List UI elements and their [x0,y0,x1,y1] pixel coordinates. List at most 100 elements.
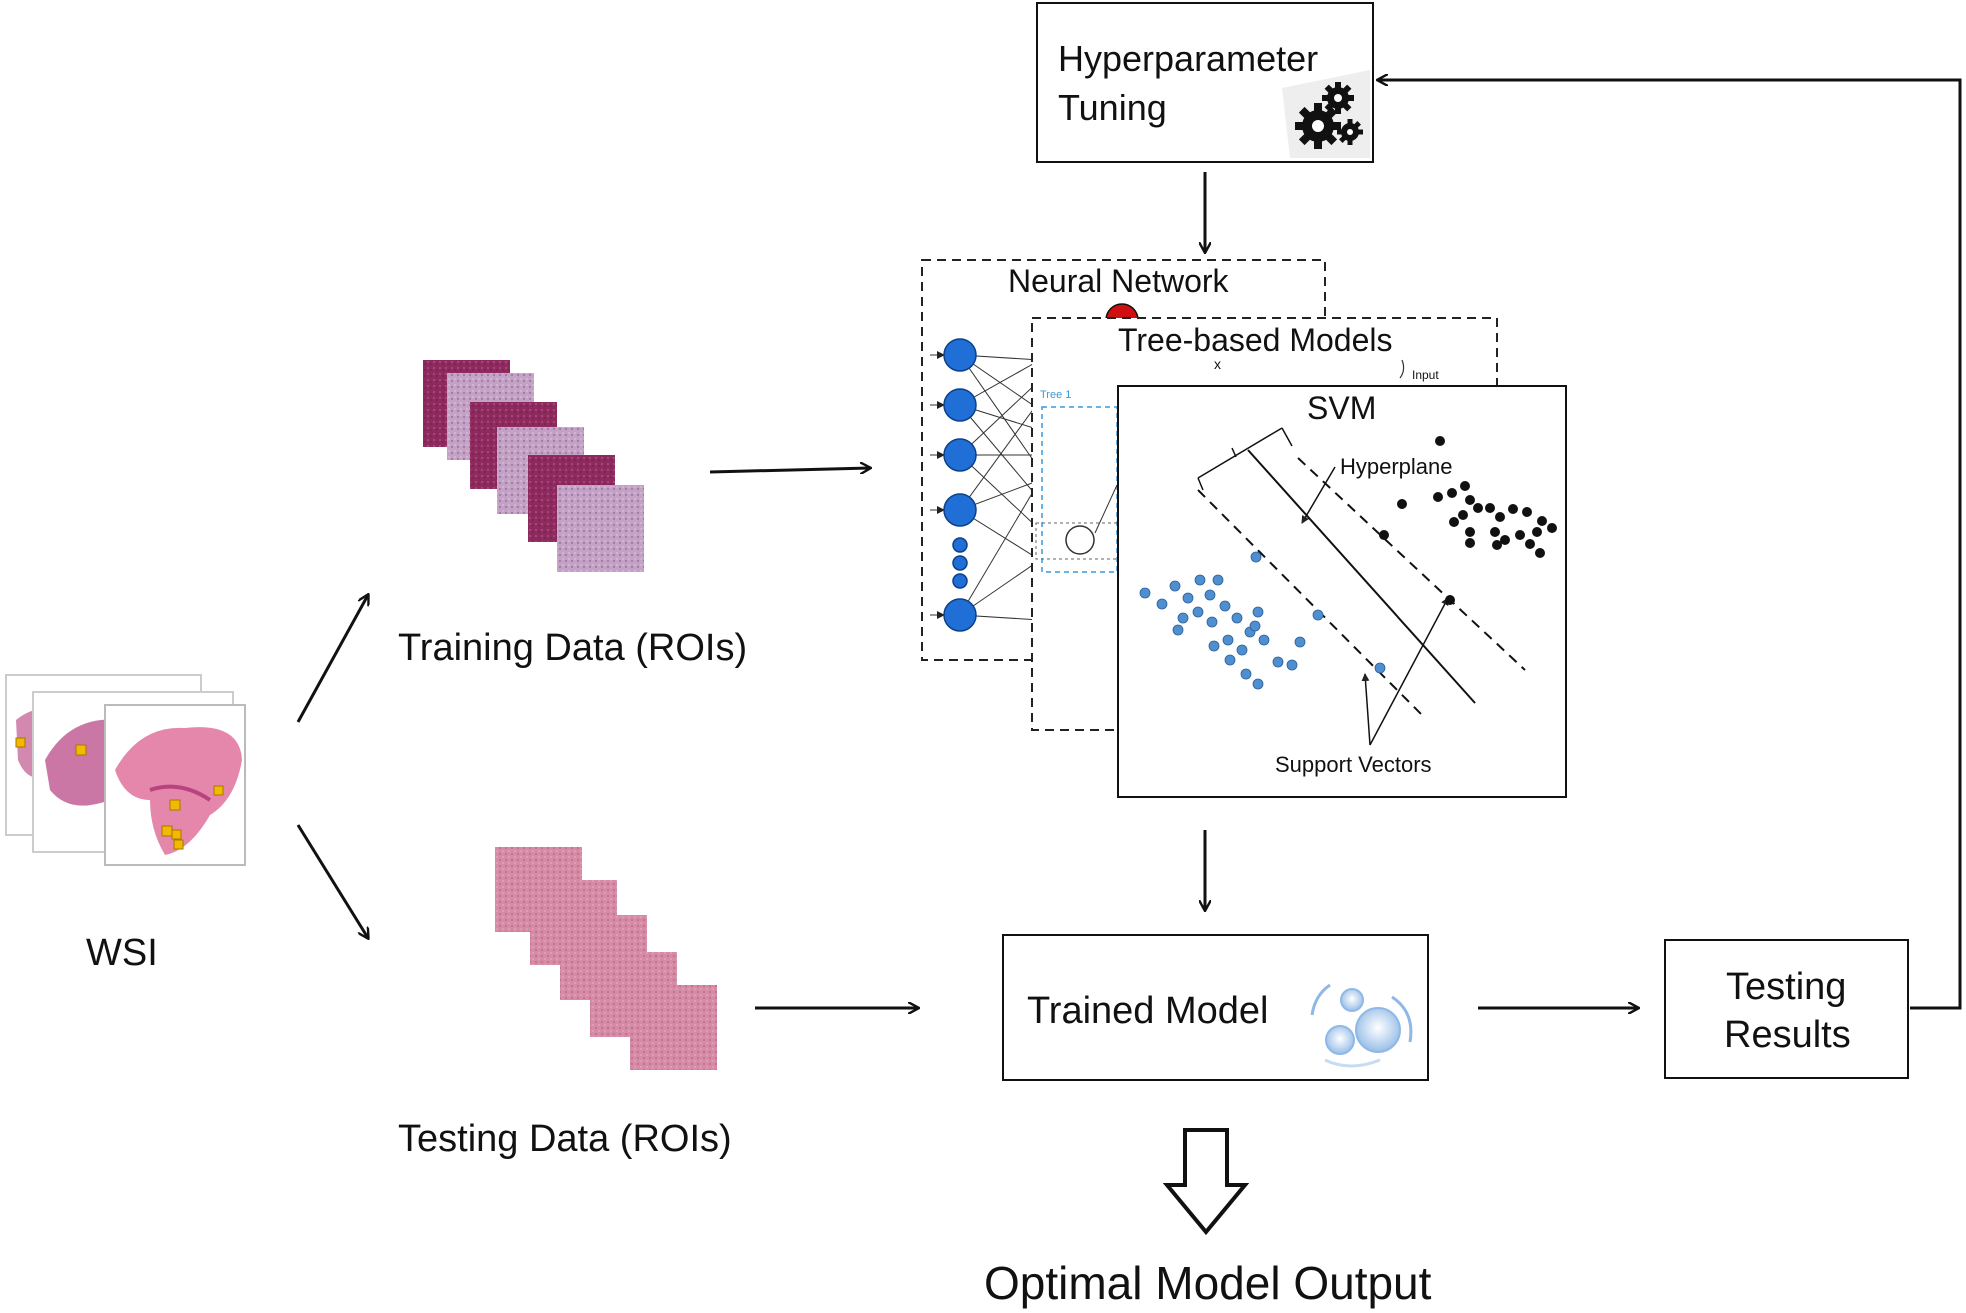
svm-title: SVM [1307,390,1377,426]
svm-point-class-a [1231,612,1243,624]
tree-input-label: Input [1412,368,1439,382]
svm-point-class-b [1485,503,1495,513]
svm-point-class-a [1139,587,1151,599]
arrow-wsi-to-training [296,595,368,723]
svm-point-class-b [1490,527,1500,537]
roi-tile [557,485,644,572]
svm-point-class-b [1465,527,1475,537]
svm-point-class-a [1249,620,1261,632]
svm-point-class-b [1537,516,1547,526]
tree-models-title: Tree-based Models [1118,322,1393,358]
hyperplane-pointer [1301,466,1336,524]
svm-point-class-a [1286,659,1298,671]
hyperplane-line [1247,449,1476,704]
svm-point-class-b [1458,510,1468,520]
tree-x-label: x [1214,356,1221,372]
margin-line-upper [1297,457,1526,671]
svm-point-class-a [1374,662,1386,674]
margin-bracket [1197,427,1283,479]
svm-point-class-a [1194,574,1206,586]
svm-point-class-a [1212,574,1224,586]
testing-results-box [1664,939,1909,1079]
svm-point-class-b [1449,517,1459,527]
svm-point-class-a [1240,668,1252,680]
tuning-label: Tuning [1058,87,1167,128]
tree-node [1065,525,1095,555]
flow-arrows [296,80,1962,1010]
support-vector-pointer [1361,673,1371,746]
roi-tile [630,985,717,1070]
svm-point-class-a [1208,640,1220,652]
testing-roi-stack [495,847,717,1070]
tree-1-label: Tree 1 [1040,389,1072,401]
tree-node-frame [1035,522,1119,560]
input-brace [1399,359,1405,379]
svm-point-class-a [1224,654,1236,666]
testing-results-line2: Results [1724,1014,1851,1056]
svm-point-class-b [1547,523,1557,533]
svm-point-class-b [1397,499,1407,509]
tree-edge [1094,484,1118,534]
svm-point-class-a [1192,606,1204,618]
hyperplane-label: Hyperplane [1340,454,1453,479]
svm-point-class-b [1495,512,1505,522]
support-vectors-label: Support Vectors [1275,752,1432,777]
svm-point-class-a [1250,551,1262,563]
svm-point-class-a [1172,624,1184,636]
svm-point-class-b [1508,504,1518,514]
svm-point-class-b [1492,540,1502,550]
svm-margin-lines [1197,427,1526,746]
optimal-model-output-label: Optimal Model Output [984,1257,1432,1309]
svm-point-class-b [1379,530,1389,540]
svm-point-class-a [1222,634,1234,646]
svm-point-class-b [1445,595,1455,605]
trained-model-label: Trained Model [1027,990,1269,1032]
svm-point-class-a [1312,609,1324,621]
neural-network-title: Neural Network [1008,263,1229,299]
svm-point-class-a [1272,656,1284,668]
svm-class-a-points [1139,551,1386,690]
svm-point-class-b [1500,535,1510,545]
svm-point-class-b [1447,488,1457,498]
svm-point-class-a [1206,616,1218,628]
svm-point-class-b [1522,507,1532,517]
arrow-wsi-to-testing [296,824,368,938]
svm-point-class-b [1435,436,1445,446]
svm-point-class-a [1236,644,1248,656]
gears-icon [1310,983,1413,1068]
testing-results-line1: Testing [1726,966,1847,1008]
wsi-slide [104,704,246,866]
training-roi-stack [423,360,644,572]
svm-point-class-b [1433,492,1443,502]
svm-point-class-a [1219,600,1231,612]
svm-point-class-a [1294,636,1306,648]
arrow-training-to-models [709,468,870,472]
wsi-slide-stack [5,674,246,866]
svm-point-class-a [1169,580,1181,592]
svm-point-class-a [1252,606,1264,618]
svm-point-class-a [1156,598,1168,610]
svm-point-class-a [1182,592,1194,604]
svm-class-b-points [1379,436,1557,605]
margin-line-lower [1197,489,1426,719]
testing-data-label: Testing Data (ROIs) [398,1118,732,1160]
svm-point-class-b [1525,539,1535,549]
svm-point-class-a [1258,634,1270,646]
svm-point-class-b [1532,527,1542,537]
hyperparameter-label: Hyperparameter [1058,38,1319,79]
svm-point-class-b [1465,538,1475,548]
arrow-results-to-tuning [1378,80,1962,1010]
svm-point-class-b [1473,503,1483,513]
svm-point-class-b [1515,530,1525,540]
support-vector-pointer [1369,597,1449,746]
input-neurons [943,338,977,632]
svm-point-class-b [1535,548,1545,558]
svm-point-class-a [1204,589,1216,601]
training-data-label: Training Data (ROIs) [398,627,748,669]
svm-panel [1117,385,1567,798]
svm-point-class-b [1465,495,1475,505]
svm-point-class-a [1177,612,1189,624]
output-down-arrow [1162,1128,1250,1236]
wsi-label: WSI [86,932,158,974]
